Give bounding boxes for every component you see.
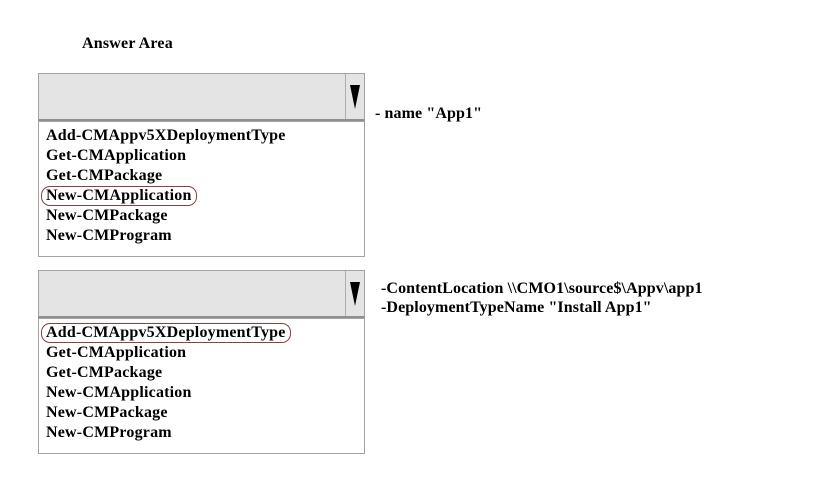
cmdlet-option[interactable]: New-CMPackage [46,404,168,421]
parameter-line: -ContentLocation \\CMO1\source$\Appv\app… [381,280,703,297]
chevron-down-icon [350,84,360,109]
cmdlet-option[interactable]: Add-CMAppv5XDeploymentType [46,127,286,144]
cmdlet-option[interactable]: Get-CMPackage [46,167,163,184]
dropdown-2-select[interactable] [38,270,365,318]
cmdlet-option[interactable]: Get-CMApplication [46,147,187,164]
dropdown-2-arrow-button[interactable] [345,271,364,316]
dropdown-1-select[interactable] [38,73,365,121]
cmdlet-option[interactable]: Get-CMApplication [46,344,187,361]
dropdown-1-arrow-button[interactable] [345,74,364,119]
cmdlet-option[interactable]: Get-CMPackage [46,364,163,381]
parameter-line: -DeploymentTypeName "Install App1" [381,299,652,316]
cmdlet-option[interactable]: New-CMPackage [46,207,168,224]
cmdlet-option[interactable]: New-CMProgram [46,227,172,244]
chevron-down-icon [350,281,360,306]
cmdlet-option[interactable]: Add-CMAppv5XDeploymentType [41,323,291,343]
dropdown-1-parameter-text: - name "App1" [375,104,482,123]
parameter-line: - name "App1" [375,105,483,122]
cmdlet-option[interactable]: New-CMApplication [41,186,197,206]
cmdlet-option[interactable]: New-CMApplication [46,384,192,401]
cmdlet-option[interactable]: New-CMProgram [46,424,172,441]
dropdown-2-parameter-text: -ContentLocation \\CMO1\source$\Appv\app… [381,279,703,317]
answer-area-title: Answer Area [82,35,173,52]
